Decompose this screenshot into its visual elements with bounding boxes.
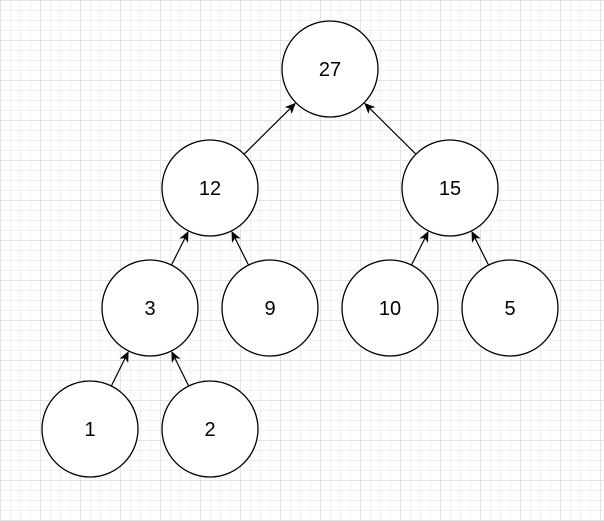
edge-n15-to-n27 — [364, 102, 417, 155]
edge-n5-to-n15 — [471, 230, 490, 266]
node-circle — [461, 259, 559, 357]
tree-node-3: 3 — [101, 259, 199, 357]
tree-node-10: 10 — [341, 259, 439, 357]
arrowhead-icon — [419, 230, 429, 243]
edge-n2-to-n3 — [171, 351, 190, 387]
node-circle — [41, 380, 139, 478]
node-label: 15 — [439, 178, 461, 200]
edge-line — [369, 108, 417, 155]
node-circle — [341, 259, 439, 357]
node-circle — [161, 139, 259, 237]
tree-node-5: 5 — [461, 259, 559, 357]
arrowhead-icon — [364, 102, 376, 115]
node-label: 27 — [319, 59, 341, 81]
arrowhead-icon — [471, 230, 481, 243]
edge-n12-to-n27 — [243, 102, 296, 155]
edge-line — [170, 237, 186, 266]
edge-line — [410, 237, 426, 266]
edge-n1-to-n3 — [110, 351, 129, 387]
edges-layer — [110, 102, 490, 387]
node-label: 10 — [379, 298, 401, 320]
edge-line — [474, 237, 490, 266]
node-label: 12 — [199, 178, 221, 200]
edge-n10-to-n15 — [410, 230, 429, 266]
edge-n9-to-n12 — [231, 230, 250, 266]
tree-node-2: 2 — [161, 380, 259, 478]
arrowhead-icon — [119, 351, 129, 364]
arrowhead-icon — [231, 230, 241, 243]
arrowhead-icon — [171, 351, 181, 364]
edge-line — [234, 237, 250, 266]
node-label: 9 — [264, 298, 275, 320]
node-label: 3 — [144, 298, 155, 320]
node-circle — [221, 259, 319, 357]
tree-node-27: 27 — [281, 20, 379, 118]
node-circle — [161, 380, 259, 478]
arrowhead-icon — [179, 230, 189, 243]
node-circle — [401, 139, 499, 237]
node-circle — [281, 20, 379, 118]
tree-node-1: 1 — [41, 380, 139, 478]
edge-line — [174, 357, 190, 387]
arrowhead-icon — [284, 102, 296, 115]
edge-line — [110, 357, 126, 387]
edge-line — [243, 108, 291, 155]
edge-n3-to-n12 — [170, 230, 189, 266]
tree-node-12: 12 — [161, 139, 259, 237]
tree-node-9: 9 — [221, 259, 319, 357]
node-label: 1 — [84, 419, 95, 441]
tree-node-15: 15 — [401, 139, 499, 237]
node-circle — [101, 259, 199, 357]
node-label: 2 — [204, 419, 215, 441]
node-label: 5 — [504, 298, 515, 320]
